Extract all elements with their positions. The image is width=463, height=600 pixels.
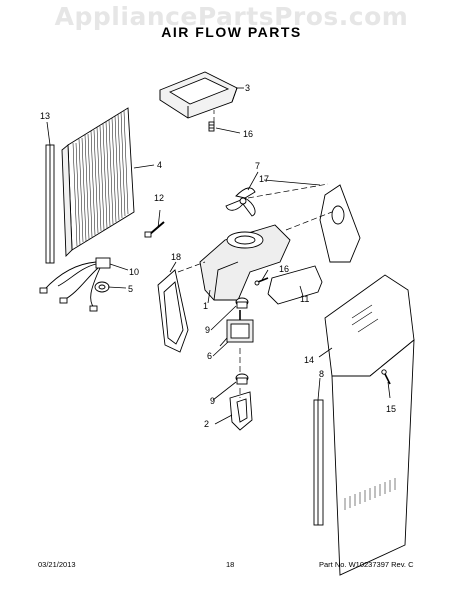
part-18-duct-gasket <box>157 269 189 353</box>
callout-16-lower: 16 <box>279 264 289 274</box>
part-7-fan-blade <box>225 187 256 217</box>
callout-5: 5 <box>128 284 133 294</box>
footer-part-number: Part No. W10237397 Rev. C <box>319 560 414 569</box>
callout-12: 12 <box>154 193 164 203</box>
callout-2: 2 <box>204 419 209 429</box>
footer-page-number: 18 <box>226 560 235 569</box>
callout-6: 6 <box>207 351 212 361</box>
part-12-screw <box>144 221 165 238</box>
part-14-rear-panel <box>324 274 415 576</box>
callout-10: 10 <box>129 267 139 277</box>
footer-date: 03/21/2013 <box>38 560 76 569</box>
part-10-wire-harness <box>39 257 111 312</box>
part-2-motor-bracket <box>229 391 253 431</box>
callout-14: 14 <box>304 355 314 365</box>
callout-18: 18 <box>171 252 181 262</box>
callout-7: 7 <box>255 161 260 171</box>
part-15-screw <box>381 369 391 385</box>
part-5-grommet <box>94 281 110 293</box>
callout-9-lower: 9 <box>210 396 215 406</box>
callout-3: 3 <box>245 83 250 93</box>
part-1-fan-housing <box>199 224 291 301</box>
part-6-fan-motor <box>219 310 254 347</box>
part-4-grille <box>61 107 135 258</box>
part-13-gasket-strip <box>45 144 55 264</box>
callout-17: 17 <box>259 174 269 184</box>
callout-16-top: 16 <box>243 129 253 139</box>
part-11-frame <box>267 265 323 305</box>
callout-8: 8 <box>319 369 324 379</box>
callout-1: 1 <box>203 301 208 311</box>
part-8-gasket-strip <box>313 399 324 526</box>
callout-4: 4 <box>157 160 162 170</box>
part-3-bracket <box>159 71 238 119</box>
part-9-grommet-lower <box>235 373 249 385</box>
callout-15: 15 <box>386 404 396 414</box>
callout-13: 13 <box>40 111 50 121</box>
part-16-screw-top <box>208 121 215 132</box>
part-17-side-bracket <box>319 184 361 263</box>
page-title: AIR FLOW PARTS <box>161 24 302 40</box>
watermark: AppliancePartsPros.com <box>54 2 409 31</box>
part-9-grommet-upper <box>235 297 249 309</box>
callout-11: 11 <box>300 294 309 304</box>
callout-9-upper: 9 <box>205 325 210 335</box>
part-16-screw-lower <box>254 277 269 286</box>
